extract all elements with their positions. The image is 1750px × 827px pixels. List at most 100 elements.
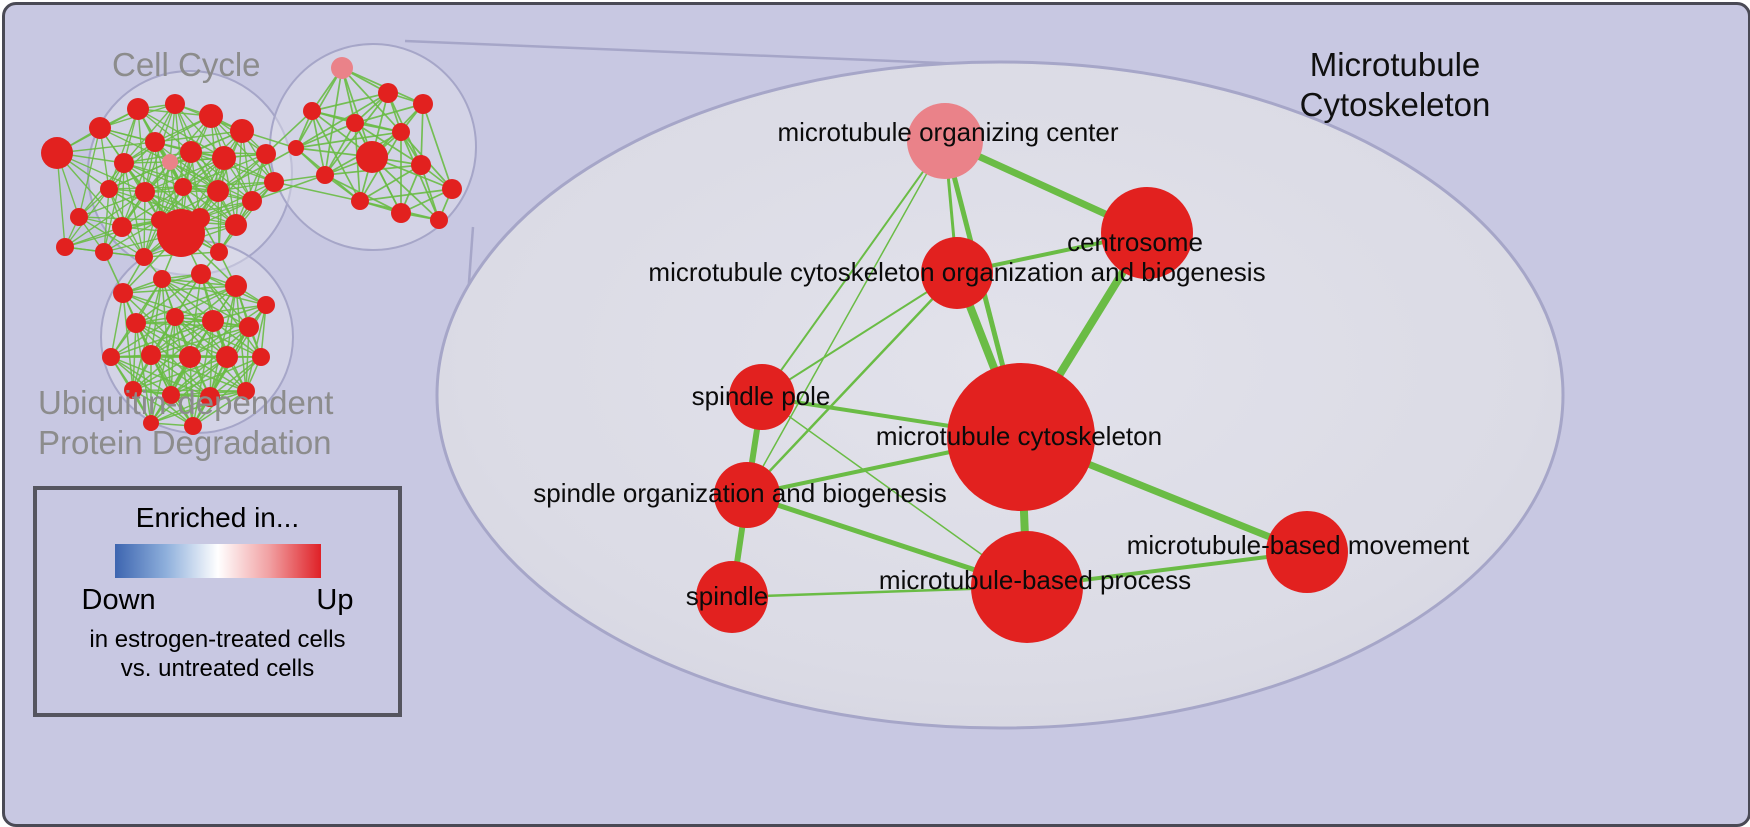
overview-edge [174, 316, 262, 358]
node-label-spindle_pole: spindle pole [692, 381, 831, 411]
overview-edge [217, 147, 297, 192]
overview-edge [324, 67, 343, 176]
overview-node [216, 346, 238, 368]
overview-node [180, 141, 202, 163]
overview-node [346, 114, 364, 132]
overview-edge [341, 67, 402, 133]
overview-edge [78, 216, 145, 258]
overview-node [166, 308, 184, 326]
overview-node [162, 386, 180, 404]
node-mbm [1266, 511, 1348, 593]
overview-node [316, 166, 334, 184]
overview-node [212, 146, 236, 170]
detail-nodes-layer [696, 103, 1348, 643]
overview-edge [154, 141, 219, 192]
overview-node [162, 154, 178, 170]
node-moc [907, 103, 983, 179]
cluster-label-cell-cycle: Cell Cycle [112, 46, 261, 83]
overview-edge [150, 285, 237, 356]
overview-node [256, 144, 276, 164]
overview-node [179, 346, 201, 368]
overview-node [239, 317, 259, 337]
overview-node [264, 172, 284, 192]
overview-edge [311, 110, 326, 176]
overview-node [124, 381, 142, 399]
overview-edge [354, 103, 424, 124]
overview-node [413, 94, 433, 114]
overview-node [100, 180, 118, 198]
overview-edge [295, 92, 389, 149]
overview-edge [174, 285, 237, 318]
node-sob [714, 462, 780, 528]
lens-connector-line [404, 39, 966, 66]
overview-edge [324, 122, 356, 176]
detail-labels-layer: microtubule organizing centercentrosomem… [533, 117, 1470, 611]
overview-node [430, 211, 448, 229]
overview-edge [182, 153, 267, 188]
node-label-mbp: microtubule-based process [879, 565, 1191, 595]
node-label-moc: microtubule organizing center [777, 117, 1118, 147]
overview-edge [210, 115, 275, 183]
overview-edge [78, 127, 101, 218]
node-centrosome [1101, 187, 1193, 279]
overview-edge [150, 396, 211, 424]
overview-edge [170, 356, 228, 396]
overview-node [356, 141, 388, 173]
overview-edge [170, 326, 250, 396]
overview-edge [170, 356, 262, 396]
overview-edge [123, 115, 212, 164]
overview-node [113, 283, 133, 303]
overview-node [174, 178, 192, 196]
overview-node [230, 119, 254, 143]
overview-node [143, 415, 159, 431]
overview-node [153, 270, 171, 288]
overview-node [442, 179, 462, 199]
overview-network-layer [41, 43, 477, 435]
overview-node [207, 180, 229, 202]
overview-node [135, 182, 155, 202]
overview-node [70, 208, 88, 226]
edge-mcob--sob [746, 272, 958, 496]
overview-node [145, 132, 165, 152]
overview-node [378, 83, 398, 103]
overview-edge [422, 103, 453, 190]
node-label-mbm: microtubule-based movement [1127, 530, 1470, 560]
overview-edge [189, 356, 194, 427]
overview-edge [174, 304, 267, 318]
overview-edge [359, 188, 453, 202]
overview-node [391, 203, 411, 223]
node-label-spindle: spindle [686, 581, 768, 611]
ubiquitin-label-line1: Ubiquitin-dependent [38, 384, 334, 421]
ubiquitin-label-line2: Protein Degradation [38, 424, 332, 462]
overview-edge [265, 110, 313, 155]
overview-edge [108, 161, 171, 190]
overview-edge [132, 389, 247, 392]
overview-node [225, 275, 247, 297]
overview-edge [110, 320, 214, 358]
legend-gradient-bar [114, 544, 321, 578]
network-figure-svg: microtubule organizing centercentrosomem… [41, 39, 1565, 730]
edge-mcob--spindle_pole [761, 272, 958, 398]
overview-edge [103, 162, 125, 253]
overview-node [102, 348, 120, 366]
overview-node [225, 214, 247, 236]
overview-edge [144, 191, 237, 226]
overview-edge [169, 161, 237, 226]
node-label-sob: spindle organization and biogenesis [533, 478, 946, 508]
overview-edge [192, 390, 247, 427]
overview-node [252, 348, 270, 366]
overview-node [157, 209, 205, 257]
overview-node [257, 296, 275, 314]
overview-edge [64, 219, 161, 248]
overview-edge [251, 174, 326, 202]
overview-edge [311, 92, 389, 112]
overview-node [351, 192, 369, 210]
overview-node [112, 217, 132, 237]
overview-edge [235, 130, 243, 226]
overview-edge [110, 316, 176, 358]
overview-node [95, 243, 113, 261]
overview-node [184, 417, 202, 435]
overview-node [199, 104, 223, 128]
overview-node [288, 140, 304, 156]
